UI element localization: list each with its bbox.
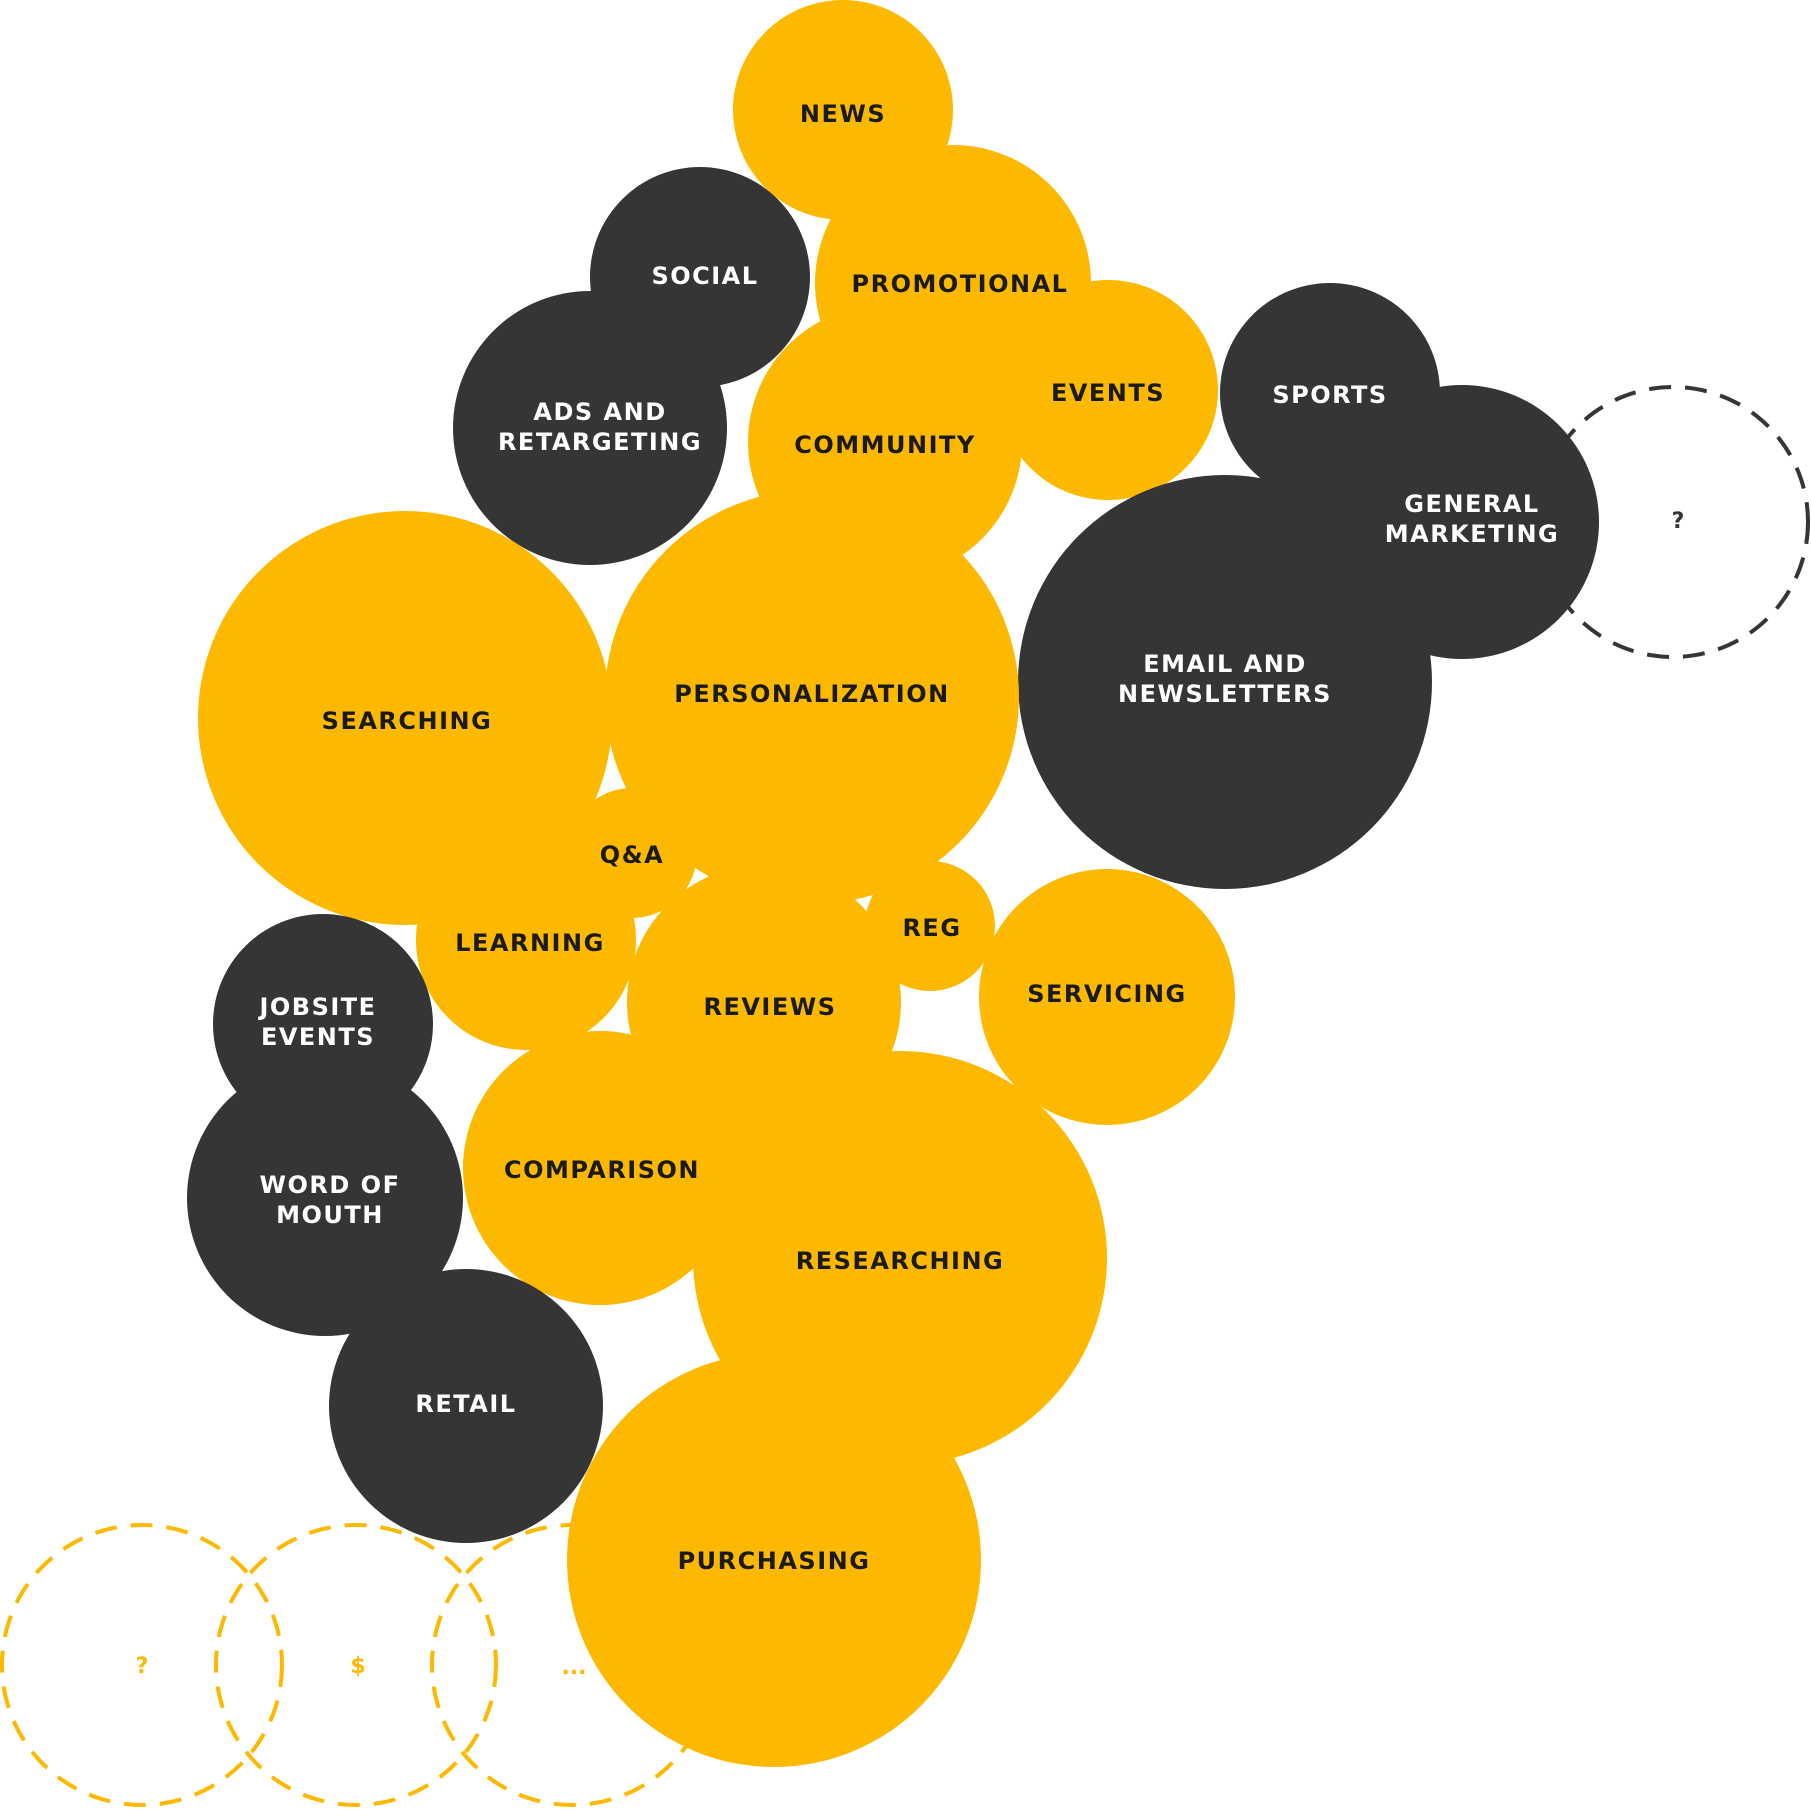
label-sports: SPORTS xyxy=(1272,381,1387,409)
bubble-ads xyxy=(453,291,727,565)
dashed-yellow-circle-1 xyxy=(0,1523,284,1807)
label-comparison: COMPARISON xyxy=(504,1156,700,1184)
bubble-qa xyxy=(567,788,697,918)
bubble-servicing xyxy=(979,869,1235,1125)
label-line: SPORTS xyxy=(1272,381,1387,409)
label-news: NEWS xyxy=(800,100,886,128)
placeholder-glyphs: ? ? $ ... xyxy=(136,509,1685,1680)
bubble-reg xyxy=(865,861,995,991)
label-retail: RETAIL xyxy=(415,1390,516,1418)
bubble-searching xyxy=(198,511,612,925)
label-line: WORD OF xyxy=(260,1171,401,1199)
yellow-dollar-glyph: $ xyxy=(350,1654,365,1679)
yellow-more-glyph: ... xyxy=(561,1655,586,1680)
bubble-word-of-mouth xyxy=(187,1060,463,1336)
label-line: RETAIL xyxy=(415,1390,516,1418)
label-line: PURCHASING xyxy=(678,1547,871,1575)
label-researching: RESEARCHING xyxy=(796,1247,1005,1275)
label-line: MOUTH xyxy=(276,1201,384,1229)
label-social: SOCIAL xyxy=(651,262,758,290)
bubble-layer xyxy=(187,0,1599,1767)
label-line: SERVICING xyxy=(1027,980,1187,1008)
dashed-dark-circle xyxy=(1536,385,1810,659)
label-events: EVENTS xyxy=(1051,379,1165,407)
bubble-purchasing xyxy=(567,1353,981,1767)
bubble-retail xyxy=(329,1269,603,1543)
label-line: COMMUNITY xyxy=(794,431,976,459)
label-line: PERSONALIZATION xyxy=(674,680,949,708)
label-reg: REG xyxy=(902,914,961,942)
label-searching: SEARCHING xyxy=(322,707,493,735)
dark-question-glyph: ? xyxy=(1672,509,1685,534)
label-community: COMMUNITY xyxy=(794,431,976,459)
label-servicing: SERVICING xyxy=(1027,980,1187,1008)
label-line: RETARGETING xyxy=(498,428,702,456)
label-line: GENERAL xyxy=(1404,490,1539,518)
label-line: NEWSLETTERS xyxy=(1118,680,1332,708)
label-reviews: REVIEWS xyxy=(703,993,836,1021)
label-line: COMPARISON xyxy=(504,1156,700,1184)
dashed-yellow-circle-2 xyxy=(214,1523,498,1807)
label-line: Q&A xyxy=(600,841,664,869)
bubble-personalization xyxy=(605,490,1019,904)
label-line: EVENTS xyxy=(1051,379,1165,407)
label-purchasing: PURCHASING xyxy=(678,1547,871,1575)
label-line: NEWS xyxy=(800,100,886,128)
label-learning: LEARNING xyxy=(455,929,605,957)
bubble-email xyxy=(1018,475,1432,889)
label-personalization: PERSONALIZATION xyxy=(674,680,949,708)
label-line: REG xyxy=(902,914,961,942)
yellow-question-glyph: ? xyxy=(136,1654,149,1679)
label-line: REVIEWS xyxy=(703,993,836,1021)
label-line: SOCIAL xyxy=(651,262,758,290)
label-line: EMAIL AND xyxy=(1143,650,1307,678)
label-line: MARKETING xyxy=(1385,520,1560,548)
bubble-comparison xyxy=(463,1031,737,1305)
label-line: JOBSITE xyxy=(257,993,376,1021)
label-line: LEARNING xyxy=(455,929,605,957)
bubble-events xyxy=(998,280,1218,500)
label-promotional: PROMOTIONAL xyxy=(852,270,1069,298)
label-line: ADS AND xyxy=(533,398,666,426)
label-line: RESEARCHING xyxy=(796,1247,1005,1275)
label-qa: Q&A xyxy=(600,841,664,869)
label-line: SEARCHING xyxy=(322,707,493,735)
label-line: PROMOTIONAL xyxy=(852,270,1069,298)
label-line: EVENTS xyxy=(261,1023,375,1051)
